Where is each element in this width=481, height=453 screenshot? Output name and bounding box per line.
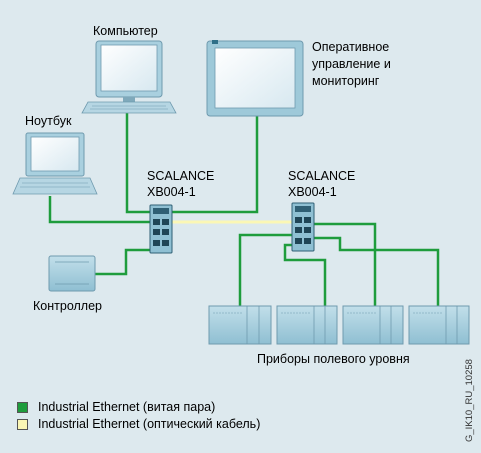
document-id: G_IK10_RU_10258 — [464, 359, 475, 442]
controller-icon — [48, 255, 96, 292]
switch-1-icon — [149, 204, 173, 254]
legend-swatch-yellow — [17, 418, 28, 430]
link-controller-switch1 — [95, 248, 150, 276]
field-device-3-icon — [342, 305, 404, 345]
legend-swatch-green — [17, 401, 28, 413]
notebook-icon — [12, 132, 98, 195]
operator-panel-icon — [206, 40, 304, 117]
link-switch2-device4 — [314, 236, 440, 306]
link-switch2-device1 — [238, 233, 294, 306]
legend-item-twisted-pair: Industrial Ethernet (витая пара) — [17, 400, 215, 414]
link-switch2-device2 — [283, 243, 327, 306]
field-device-4-icon — [408, 305, 470, 345]
switch-2-label-line1: SCALANCE — [288, 169, 356, 183]
switch-2-label-line2: XB004-1 — [288, 185, 337, 199]
link-panel-switch1 — [172, 112, 259, 214]
operator-panel-label-line2: управление и — [312, 57, 391, 71]
operator-panel-label-line3: мониторинг — [312, 74, 380, 88]
link-notebook-switch1 — [48, 196, 150, 224]
switch-1-label-line2: XB004-1 — [147, 185, 196, 199]
legend-item-fiber: Industrial Ethernet (оптический кабель) — [17, 417, 260, 431]
field-device-1-icon — [208, 305, 272, 345]
field-device-2-icon — [276, 305, 338, 345]
field-devices-label: Приборы полевого уровня — [257, 352, 410, 366]
switch-1-label-line1: SCALANCE — [147, 169, 215, 183]
controller-label: Контроллер — [33, 299, 102, 313]
notebook-label: Ноутбук — [25, 114, 72, 128]
link-switch2-device3 — [314, 222, 377, 306]
operator-panel-label-line1: Оперативное — [312, 40, 390, 54]
twisted-pair-links — [48, 112, 440, 306]
switch-2-icon — [291, 202, 315, 252]
legend-label-twisted-pair: Industrial Ethernet (витая пара) — [38, 400, 216, 414]
computer-icon — [81, 40, 177, 114]
legend-label-fiber: Industrial Ethernet (оптический кабель) — [38, 417, 261, 431]
computer-label: Компьютер — [93, 24, 158, 38]
link-computer-switch1 — [125, 113, 150, 214]
